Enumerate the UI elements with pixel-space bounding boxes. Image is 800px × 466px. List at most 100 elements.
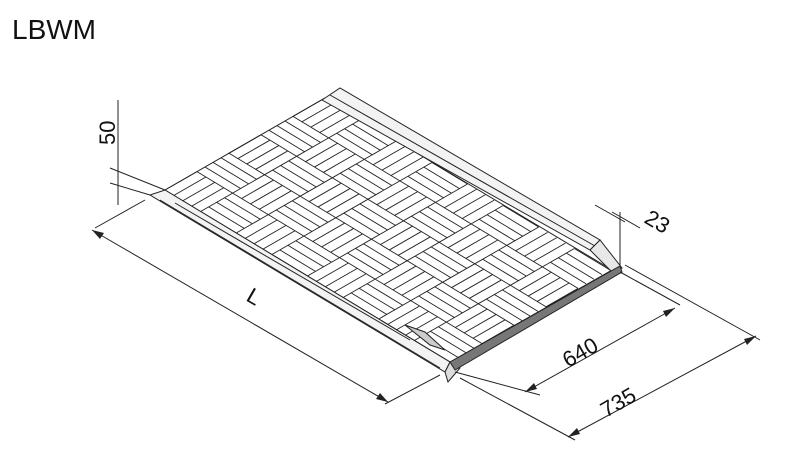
tread-line: [525, 238, 557, 256]
tread-line: [419, 296, 455, 318]
tread-line: [345, 129, 381, 151]
tread-line: [398, 237, 430, 255]
tread-line: [507, 227, 539, 245]
tread-line: [491, 255, 527, 277]
tread-line: [192, 188, 224, 206]
front-edge: [450, 266, 622, 370]
tread-line: [415, 256, 451, 278]
tread-line: [542, 267, 578, 289]
tread-line: [364, 141, 396, 159]
tread-line: [323, 154, 355, 172]
tread-line: [397, 311, 429, 329]
tread-line: [475, 264, 511, 286]
tread-line: [269, 130, 305, 152]
tread-line: [533, 243, 565, 261]
tread-line: [444, 189, 476, 207]
tread-line: [395, 197, 427, 215]
tread-line: [280, 250, 316, 272]
tread-line: [428, 207, 464, 229]
tread-line: [431, 247, 467, 269]
tread-line: [400, 163, 432, 181]
tread-line: [528, 278, 560, 296]
tread-line: [259, 191, 291, 209]
tread-line: [297, 156, 333, 178]
dim-length: L: [243, 283, 266, 311]
tread-line: [494, 295, 530, 317]
tread-line: [574, 249, 610, 271]
tread-line: [313, 223, 345, 241]
tread-line: [325, 268, 357, 286]
tread-line: [407, 261, 443, 283]
tread-line: [461, 275, 493, 293]
tread-line: [311, 109, 343, 127]
tread-line: [377, 186, 409, 204]
tread-line: [479, 219, 515, 241]
tread-line: [356, 164, 392, 186]
tread-line: [336, 218, 372, 240]
side-rail-right: [322, 88, 622, 272]
tread-line: [289, 161, 325, 183]
tread-plate: [165, 98, 610, 362]
tread-line: [495, 210, 531, 232]
tread-line: [327, 194, 359, 212]
tread-line: [414, 322, 446, 340]
tread-line: [423, 252, 459, 274]
tread-line: [337, 133, 373, 155]
tread-line: [344, 213, 380, 235]
tread-line: [250, 185, 282, 203]
tread-line: [405, 317, 437, 335]
tread-line: [411, 282, 443, 300]
tread-line: [471, 224, 507, 246]
tread-line: [391, 157, 423, 175]
tread-line: [238, 140, 270, 158]
tread-line: [242, 180, 274, 198]
tread-line: [486, 299, 522, 321]
tread-line: [411, 301, 447, 323]
tread-line: [446, 304, 478, 322]
tread-line: [375, 279, 411, 301]
tread-line: [254, 225, 286, 243]
tread-line: [281, 166, 317, 188]
dim-height: 50: [95, 121, 120, 145]
tread-line: [435, 287, 471, 309]
tread-line: [329, 120, 361, 138]
tread-line: [285, 121, 321, 143]
tread-line: [443, 264, 475, 282]
tread-line: [320, 114, 352, 132]
tread-line: [367, 284, 403, 306]
tread-line: [348, 169, 384, 191]
tread-line: [373, 146, 405, 164]
tread-line: [439, 224, 471, 242]
tread-line: [331, 234, 363, 252]
tread-line: [360, 204, 396, 226]
tread-line: [263, 231, 295, 249]
dim-outer-width: 735: [596, 382, 640, 422]
tread-line: [404, 202, 436, 220]
tread-line: [368, 199, 404, 221]
tread-line: [304, 218, 336, 236]
tread-line: [300, 178, 332, 196]
tread-line: [510, 267, 542, 285]
dim-inner-width: 640: [558, 332, 602, 372]
tread-line: [404, 221, 440, 243]
tread-line: [236, 215, 268, 233]
tread-line: [384, 266, 416, 284]
tread-line: [469, 280, 501, 298]
tread-line: [205, 167, 241, 189]
tread-line: [217, 202, 253, 224]
tread-line: [483, 259, 519, 281]
tread-line: [340, 173, 376, 195]
tread-line: [209, 207, 245, 229]
tread-line: [473, 320, 505, 338]
tread-line: [316, 263, 348, 281]
drawing-title: LBWM: [12, 14, 96, 45]
tread-line: [420, 212, 456, 234]
tread-line: [245, 220, 277, 238]
tread-line: [247, 146, 279, 164]
tread-line: [261, 135, 297, 157]
tread-line: [546, 288, 578, 306]
tread-line: [462, 200, 494, 218]
tread-line: [256, 151, 288, 169]
tread-line: [332, 159, 364, 177]
